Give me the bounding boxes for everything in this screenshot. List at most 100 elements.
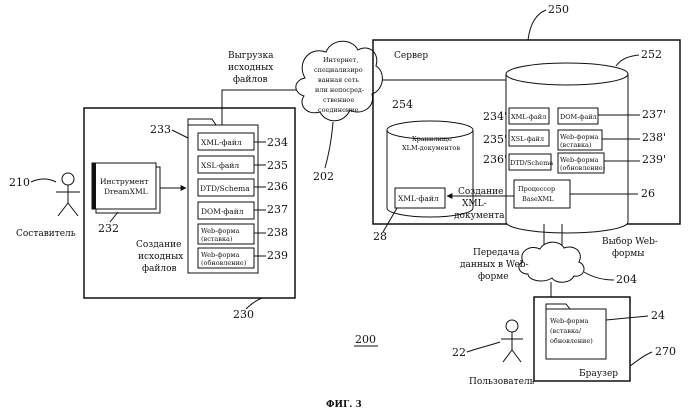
- create-xml-line-1: Создание: [458, 187, 503, 197]
- processor-number: 26: [641, 187, 655, 200]
- create-files-line-2: исходных: [138, 252, 183, 262]
- network-202-line-3: ванная сеть: [318, 76, 359, 84]
- user-number: 22: [452, 346, 466, 359]
- create-xml-line-3: документа: [454, 211, 505, 221]
- svg-text:(обновление): (обновление): [201, 259, 247, 267]
- file-xml: XML-файл: [198, 133, 254, 150]
- repository-line-1: Хранилище: [412, 135, 452, 143]
- user-leader: [467, 342, 500, 352]
- browser-form-number: 24: [651, 309, 665, 322]
- upload-line-1: Выгрузка: [228, 51, 274, 61]
- author-stick-figure: [56, 173, 80, 216]
- server-file-webform-update: Web-форма (обновление): [558, 153, 606, 173]
- server-file-webform-insert-number: 238': [642, 131, 666, 144]
- repository-xml-file-label: XML-файл: [398, 194, 439, 203]
- database-leader: [616, 55, 639, 66]
- browser-leader: [630, 352, 652, 366]
- server-label: Сервер: [394, 51, 428, 61]
- svg-text:XML-файл: XML-файл: [201, 138, 242, 147]
- processor-line-2: BaseXML: [522, 195, 554, 203]
- create-files-line-3: файлов: [142, 264, 177, 274]
- server-file-xml: XML-файл: [509, 108, 549, 124]
- network-202-leader: [325, 122, 333, 168]
- repository-number: 254: [392, 98, 413, 111]
- processor-line-1: Процессор: [518, 185, 555, 193]
- svg-text:XSL-файл: XSL-файл: [511, 135, 544, 143]
- svg-text:(обновление): (обновление): [560, 164, 606, 172]
- server-file-dtd: DTD/Schema: [509, 154, 553, 170]
- system-number: 200: [355, 333, 376, 346]
- network-202-line-1: Интернет,: [323, 56, 358, 64]
- authoring-system-number: 230: [233, 308, 254, 321]
- file-webform-update: Web-форма (обновление): [198, 248, 254, 268]
- tool-number: 232: [98, 222, 119, 235]
- repository-xml-file-number: 28: [373, 230, 387, 243]
- network-204-number: 204: [616, 273, 637, 286]
- browser-form-leader: [606, 316, 648, 320]
- svg-text:Web-форма: Web-форма: [201, 251, 240, 259]
- author-label: Составитель: [16, 229, 76, 239]
- transfer-line-2: данных в Web-: [460, 260, 529, 270]
- file-dom: DOM-файл: [198, 202, 254, 219]
- create-xml-line-2: XML-: [462, 199, 487, 209]
- browser-form-line-2: (вставка/: [550, 327, 582, 335]
- svg-text:DTD/Schema: DTD/Schema: [200, 184, 250, 193]
- authoring-system-leader: [246, 298, 262, 309]
- svg-text:XSL-файл: XSL-файл: [201, 161, 239, 170]
- file-dtd: DTD/Schema: [198, 179, 254, 196]
- select-line-1: Выбор Web-: [602, 236, 658, 247]
- svg-text:Web-форма: Web-форма: [560, 156, 599, 164]
- server-file-webform-update-number: 239': [642, 153, 666, 166]
- server-file-xml-number: 234': [483, 110, 507, 123]
- server-file-dom-number: 237': [642, 108, 666, 121]
- server-leader: [528, 10, 546, 40]
- network-202-number: 202: [313, 170, 334, 183]
- file-webform-insert-number: 238: [267, 226, 288, 239]
- upload-line-2: исходных: [228, 63, 273, 73]
- file-xsl: XSL-файл: [198, 156, 254, 173]
- server-file-dom: DOM-файл: [558, 108, 598, 124]
- user-label: Пользователь: [469, 377, 535, 387]
- file-xsl-number: 235: [267, 159, 288, 172]
- file-dom-number: 237: [267, 203, 288, 216]
- tool-line-1: Инструмент: [100, 177, 149, 186]
- network-202-line-2: специализиро: [314, 66, 363, 74]
- svg-text:Web-форма: Web-форма: [560, 133, 599, 141]
- author-number: 210: [9, 176, 30, 189]
- browser-form-line-3: обновление): [550, 337, 593, 345]
- svg-text:(вставка): (вставка): [560, 141, 592, 149]
- file-xml-number: 234: [267, 136, 288, 149]
- database-number: 252: [641, 48, 662, 61]
- file-dtd-number: 236: [267, 180, 288, 193]
- folder-leader: [172, 130, 188, 138]
- server-number: 250: [548, 3, 569, 16]
- network-204-leader: [584, 272, 614, 280]
- tool-line-2: DreamXML: [104, 187, 148, 196]
- network-202-line-6: соединение: [318, 106, 359, 114]
- server-file-dtd-number: 236': [483, 153, 507, 166]
- server-file-webform-insert: Web-форма (вставка): [558, 130, 602, 150]
- transfer-line-1: Передача: [473, 248, 520, 258]
- figure-caption: ФИГ. 3: [326, 400, 362, 410]
- user-stick-figure: [501, 320, 523, 362]
- svg-text:DOM-файл: DOM-файл: [560, 113, 597, 121]
- network-202-line-5: ственное: [323, 96, 354, 104]
- browser-label: Браузер: [579, 369, 618, 379]
- folder-number: 233: [150, 123, 171, 136]
- select-line-2: формы: [612, 249, 644, 259]
- transfer-line-3: форме: [478, 272, 509, 282]
- server-file-xsl: XSL-файл: [509, 130, 549, 146]
- create-files-line-1: Создание: [136, 240, 181, 250]
- file-webform-update-number: 239: [267, 249, 288, 262]
- svg-text:XML-файл: XML-файл: [511, 113, 546, 121]
- repository-line-2: XLM-документов: [402, 144, 460, 152]
- network-cloud-204: [519, 242, 584, 282]
- browser-form-line-1: Web-форма: [550, 317, 589, 325]
- file-webform-insert: Web-форма (вставка): [198, 224, 254, 244]
- upload-line-3: файлов: [233, 75, 268, 85]
- network-202-line-4: или непосред-: [315, 86, 364, 94]
- author-leader: [31, 179, 56, 182]
- svg-text:Web-форма: Web-форма: [201, 227, 240, 235]
- svg-text:DTD/Schema: DTD/Schema: [510, 159, 553, 167]
